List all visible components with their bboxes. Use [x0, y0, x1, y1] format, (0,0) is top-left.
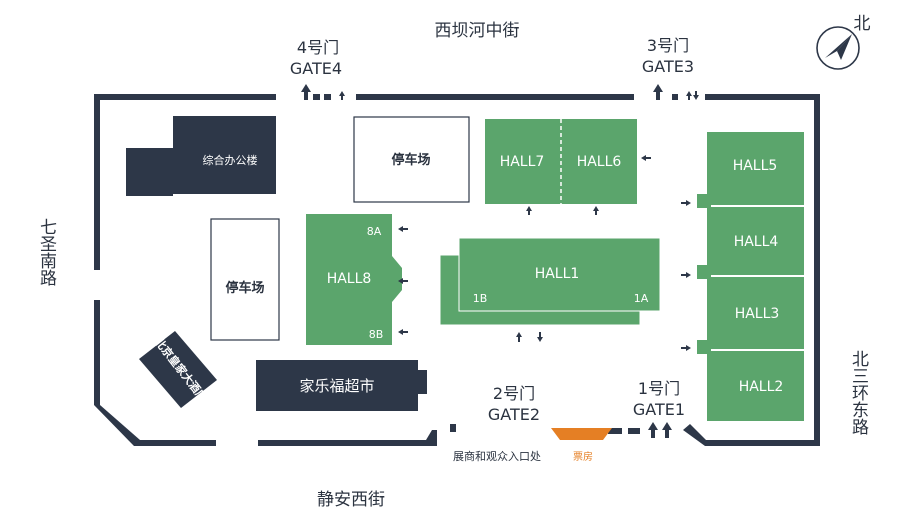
gate2-en-label: GATE2	[488, 405, 540, 424]
gate1-arrow-icon	[648, 422, 658, 438]
gate1-cn-label: 1号门	[638, 379, 680, 398]
hall1-label: HALL1	[535, 266, 580, 282]
office-building	[126, 116, 276, 196]
hall4-label: HALL4	[734, 234, 779, 250]
gate4-small-arrow-icon	[339, 91, 345, 100]
ticket-office-label: 票房	[573, 450, 593, 463]
hall1a-label: 1A	[634, 292, 649, 305]
gate3-en-label: GATE3	[642, 57, 694, 76]
compass-north-label: 北	[854, 14, 871, 34]
hall3-label: HALL3	[735, 306, 780, 322]
gate3-down-arrow-icon	[693, 91, 699, 100]
supermarket-label: 家乐福超市	[299, 377, 374, 395]
hall6-side-arrow-icon	[641, 155, 651, 161]
hall8a-entry-arrow-icon	[398, 226, 408, 232]
compass-icon	[816, 26, 860, 70]
gate4-gap-mark	[313, 94, 320, 100]
gate4-en-label: GATE4	[290, 59, 342, 78]
gate4-entry-arrow-icon	[301, 84, 311, 100]
office-label: 综合办公楼	[203, 153, 258, 167]
hall3-entry-arrow-icon	[681, 345, 691, 351]
gate3-gap-mark	[672, 94, 678, 100]
hall8b-label: 8B	[369, 328, 384, 341]
hall1b-label: 1B	[473, 292, 488, 305]
hall8-label: HALL8	[327, 271, 372, 287]
gate1-arrow-icon	[662, 422, 672, 438]
gate4-gap-mark	[324, 94, 331, 100]
parking-north	[353, 116, 470, 203]
hall7-entry-arrow-icon	[526, 206, 532, 215]
gate3-up-arrow-icon	[686, 91, 692, 100]
hall5-entry-arrow-icon	[681, 200, 691, 206]
supermarket-building	[256, 360, 427, 411]
hall6-entry-arrow-icon	[593, 206, 599, 215]
gate4-cn-label: 4号门	[297, 38, 339, 57]
gate1-en-label: GATE1	[633, 400, 685, 419]
hall2-label: HALL2	[739, 379, 784, 395]
road-west-label: 七圣南路	[36, 218, 57, 286]
hall5-label: HALL5	[733, 158, 778, 174]
road-south-label: 静安西街	[317, 490, 385, 510]
hall5-building	[697, 132, 804, 208]
hotel-building	[139, 331, 217, 408]
hall1-front-block	[458, 237, 661, 312]
ticket-office-shape	[551, 428, 612, 440]
hall4-entry-arrow-icon	[681, 272, 691, 278]
hall3-building	[697, 277, 804, 354]
perimeter-wall	[94, 94, 820, 446]
hall8b-entry-arrow-icon	[398, 329, 408, 335]
hall8-building	[306, 214, 402, 345]
hall6-label: HALL6	[577, 154, 622, 170]
gate3-entry-arrow-icon	[653, 84, 663, 100]
hall7-label: HALL7	[500, 154, 545, 170]
hall1-in-arrow-icon	[516, 332, 522, 342]
road-north-label: 西坝河中街	[435, 21, 520, 41]
hall8a-label: 8A	[367, 225, 382, 238]
hall4-building	[697, 207, 804, 279]
hall2-building	[707, 351, 804, 421]
hall8-entry-arrow-icon	[398, 278, 408, 284]
entrance-note: 展商和观众入口处	[453, 449, 541, 463]
road-east-label: 北三环东路	[848, 350, 869, 435]
parking-north-label: 停车场	[391, 152, 430, 168]
gate3-cn-label: 3号门	[647, 36, 689, 55]
parking-west	[210, 218, 280, 341]
parking-west-label: 停车场	[225, 280, 264, 296]
gate2-cn-label: 2号门	[493, 384, 535, 403]
hall1-out-arrow-icon	[537, 332, 543, 342]
